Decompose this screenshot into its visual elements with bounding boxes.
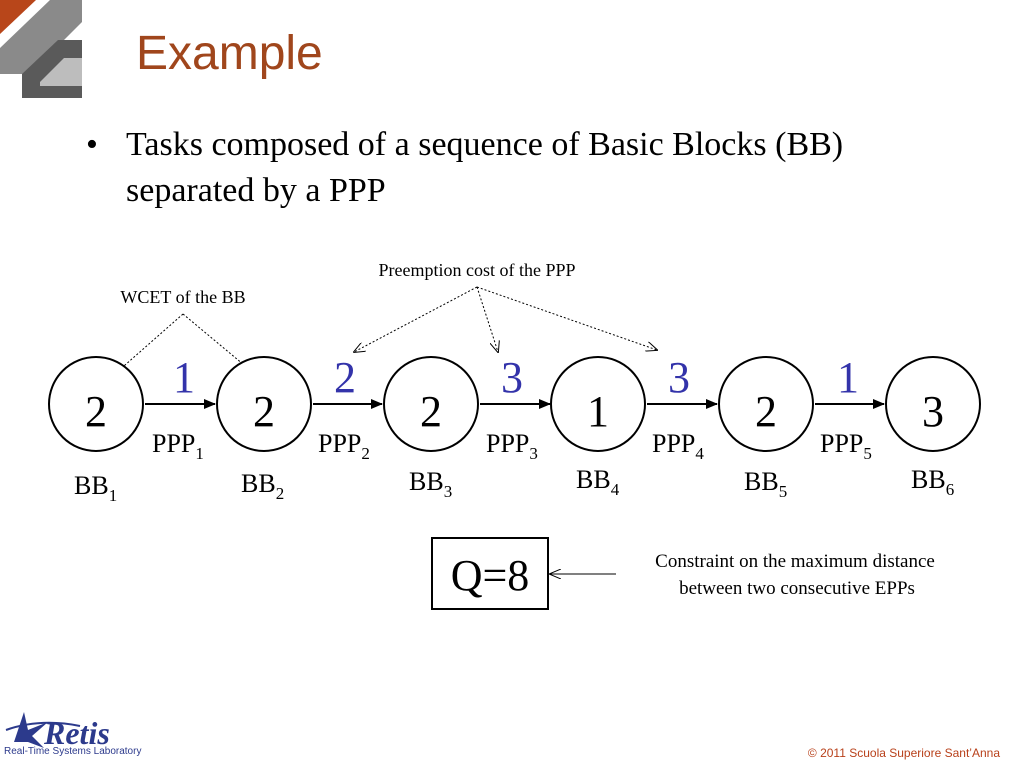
- bb-circle-5: [718, 356, 814, 452]
- q-value: Q=8: [451, 551, 530, 600]
- bb-circle-1: [48, 356, 144, 452]
- ppp-label-2: PPP2: [318, 429, 370, 463]
- bb-wcet-3: 2: [420, 387, 442, 436]
- block-circles: [48, 356, 981, 452]
- ppp-cost-2: 2: [334, 353, 356, 402]
- pointer-cost-ppp3: [476, 286, 498, 352]
- corner-logo-icon: [0, 0, 82, 98]
- ppp-cost-5: 1: [837, 353, 859, 402]
- bb-wcet-5: 2: [755, 387, 777, 436]
- ppp-label-5: PPP5: [820, 429, 872, 463]
- ppp-cost-1: 1: [173, 353, 195, 402]
- pointer-cost-ppp2: [354, 286, 478, 352]
- bb-wcet-6: 3: [922, 387, 944, 436]
- bb-circle-3: [383, 356, 479, 452]
- bb-label-5: BB5: [744, 467, 787, 501]
- bb-circle-4: [550, 356, 646, 452]
- q-box: [431, 537, 549, 610]
- bb-circle-2: [216, 356, 312, 452]
- bb-label-4: BB4: [576, 465, 620, 499]
- bb-label-2: BB2: [241, 469, 284, 503]
- pointer-wcet-bb1: [108, 313, 184, 380]
- ppp-cost-4: 3: [668, 353, 690, 402]
- retis-logo-subtitle: Real-Time Systems Laboratory: [4, 746, 141, 757]
- footer-copyright: © 2011 Scuola Superiore Sant’Anna: [807, 746, 1000, 760]
- constraint-line-1: Constraint on the maximum distance: [655, 551, 935, 572]
- wcet-annotation: WCET of the BB: [120, 287, 245, 307]
- bb-wcet-2: 2: [253, 387, 275, 436]
- ppp-cost-3: 3: [501, 353, 523, 402]
- bb-wcet-1: 2: [85, 387, 107, 436]
- slide-title: Example: [136, 27, 323, 80]
- bullet-text: Tasks composed of a sequence of Basic Bl…: [126, 126, 844, 209]
- bb-label-3: BB3: [409, 467, 452, 501]
- ppp-label-4: PPP4: [652, 429, 704, 463]
- retis-logo: Retis Real-Time Systems Laboratory: [4, 712, 141, 757]
- retis-logo-name: Retis: [43, 715, 110, 751]
- bullet-dot-icon: •: [86, 126, 98, 163]
- bb-label-1: BB1: [74, 471, 117, 505]
- ppp-label-3: PPP3: [486, 429, 538, 463]
- ppp-label-1: PPP1: [152, 429, 204, 463]
- bb-wcet-4: 1: [587, 387, 609, 436]
- bb-label-6: BB6: [911, 465, 954, 499]
- bb-circle-6: [885, 356, 981, 452]
- retis-star-icon: [14, 712, 48, 748]
- constraint-line-2: between two consecutive EPPs: [679, 578, 915, 599]
- preemption-annotation: Preemption cost of the PPP: [379, 260, 576, 280]
- pointer-cost-ppp4: [476, 286, 657, 350]
